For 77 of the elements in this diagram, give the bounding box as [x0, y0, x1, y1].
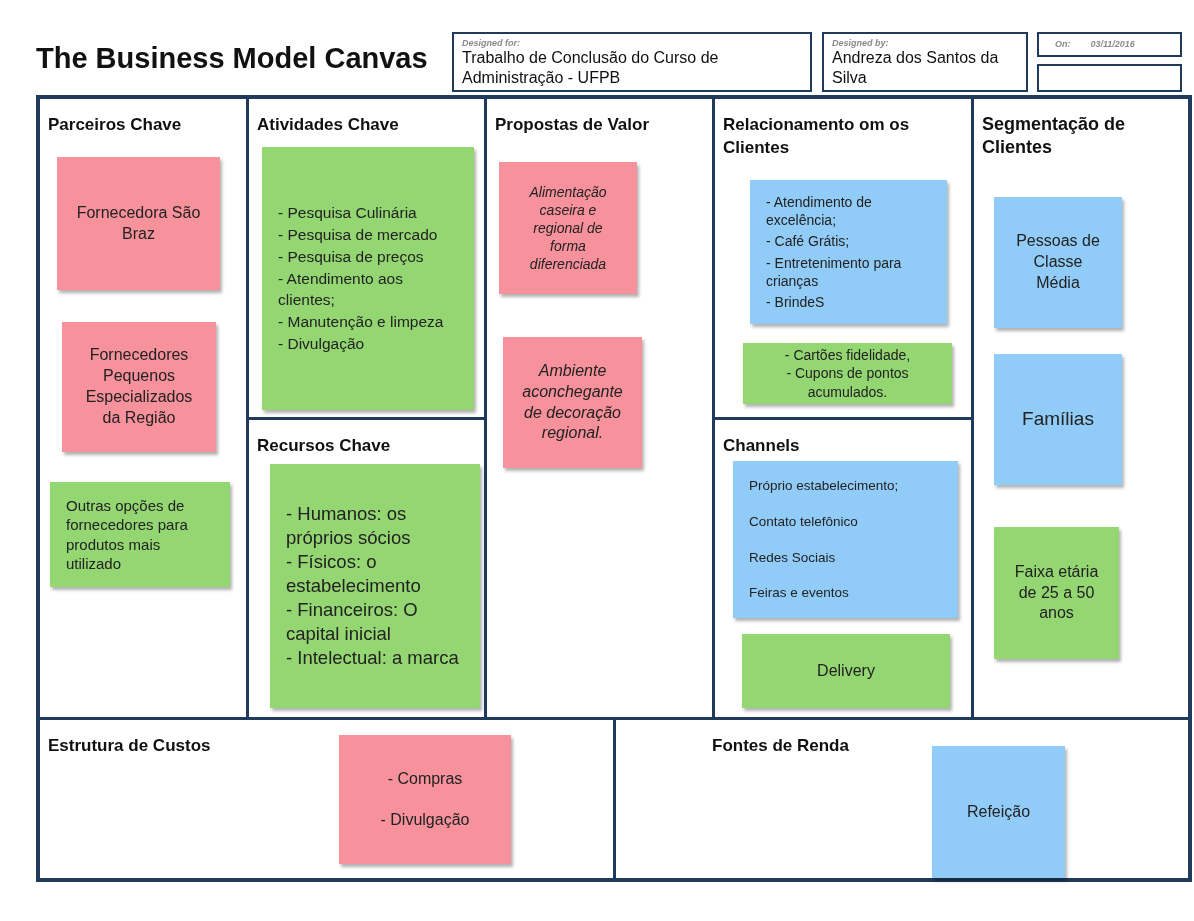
note-text: Feiras e eventos — [749, 584, 849, 602]
canvas-block — [38, 718, 615, 880]
canvas-block — [247, 418, 486, 719]
info-box — [822, 32, 1028, 92]
note-text: - Financeiros: O capital inicial — [286, 598, 419, 647]
note-text: - Cartões fidelidade, — [784, 346, 911, 365]
note-text: - Compras — [387, 768, 463, 789]
block-heading: Estrutura de Custos — [48, 735, 211, 757]
block-heading: Fontes de Renda — [712, 735, 849, 757]
note-text: Faixa etária de 25 a 50 anos — [1013, 561, 1100, 624]
field-label: Designed for: — [462, 38, 520, 48]
block-heading: Propostas de Valor — [495, 114, 649, 136]
sticky-note — [994, 354, 1122, 485]
note-text: - Humanos: os próprios sócios — [286, 501, 412, 550]
note-text: - Físicos: o estabelecimento — [286, 549, 422, 598]
note-text: Redes Sociais — [749, 548, 836, 567]
note-text: - Entretenimento para crianças — [766, 253, 903, 290]
block-heading: Segmentação de Clientes — [982, 113, 1127, 159]
note-text: Delivery — [817, 660, 875, 681]
sticky-note — [270, 464, 480, 708]
note-text: - Atendimento de excelência; — [766, 192, 873, 230]
note-text: - Pesquisa de preços — [278, 247, 424, 268]
page-title: The Business Model Canvas — [36, 41, 428, 76]
info-box — [452, 32, 812, 92]
canvas-block — [247, 97, 486, 419]
block-heading: Relacionamento om os Clientes — [723, 114, 911, 159]
note-text: - BrindeS — [766, 292, 825, 312]
note-text: - Manutenção e limpeza — [278, 311, 444, 332]
note-text: Contato telefônico — [749, 512, 858, 531]
sticky-note — [750, 180, 947, 324]
block-heading: Atividades Chave — [257, 114, 399, 136]
sticky-note — [499, 162, 637, 294]
sticky-note — [994, 197, 1122, 328]
empty-box — [1037, 64, 1182, 92]
block-heading: Recursos Chave — [257, 435, 391, 457]
canvas-block — [713, 418, 973, 719]
field-value: Andreza dos Santos da Silva — [832, 48, 1000, 88]
sticky-note — [503, 337, 642, 468]
canvas-block — [614, 718, 1190, 880]
note-text: Fornecedores Pequenos Especializados da Região — [84, 345, 194, 428]
sticky-note — [50, 482, 230, 587]
field-value: Trabalho de Conclusão do Curso de Administração - UFPB — [462, 48, 720, 88]
note-text: - Divulgação — [380, 809, 470, 830]
note-text: - Pesquisa de mercado — [278, 225, 438, 246]
sticky-note — [339, 735, 511, 864]
sticky-note — [932, 746, 1065, 878]
note-text: - Cupons de pontos acumulados. — [785, 364, 910, 401]
sticky-note — [743, 343, 952, 404]
canvas-block — [713, 97, 973, 419]
note-text: Fornecedora São Braz — [75, 202, 202, 244]
sticky-note — [733, 461, 958, 618]
note-text: - Atendimento aos clientes; — [278, 269, 404, 310]
note-text: Famílias — [1022, 407, 1094, 432]
note-text: - Pesquisa Culinária — [278, 203, 417, 223]
block-heading: Channels — [723, 435, 800, 457]
canvas-block — [972, 97, 1190, 719]
field-label: On: — [1055, 37, 1071, 51]
canvas-block — [38, 97, 248, 719]
note-text: - Divulgação — [278, 333, 365, 354]
sticky-note — [62, 322, 216, 452]
note-text: Pessoas de Classe Média — [1015, 231, 1101, 293]
field-label: Designed by: — [832, 38, 889, 48]
note-text: Refeição — [966, 801, 1031, 822]
note-text: Próprio estabelecimento; — [749, 477, 899, 495]
note-text: Ambiente aconchegante de decoração regional. — [521, 360, 624, 444]
sticky-note — [994, 527, 1119, 659]
info-box — [1037, 32, 1182, 57]
field-value: 03/11/2016 — [1090, 37, 1135, 51]
note-text: - Intelectual: a marca — [286, 646, 459, 671]
note-text: Alimentação caseira e regional de forma diferenciada — [528, 182, 608, 274]
canvas-block — [485, 97, 714, 719]
sticky-note — [57, 157, 220, 290]
sticky-note — [262, 147, 474, 410]
block-heading: Parceiros Chave — [48, 114, 182, 136]
note-text: Outras opções de fornecedores para produtos mais utilizado — [66, 495, 189, 574]
sticky-note — [742, 634, 950, 708]
note-text: - Café Grátis; — [766, 232, 850, 251]
